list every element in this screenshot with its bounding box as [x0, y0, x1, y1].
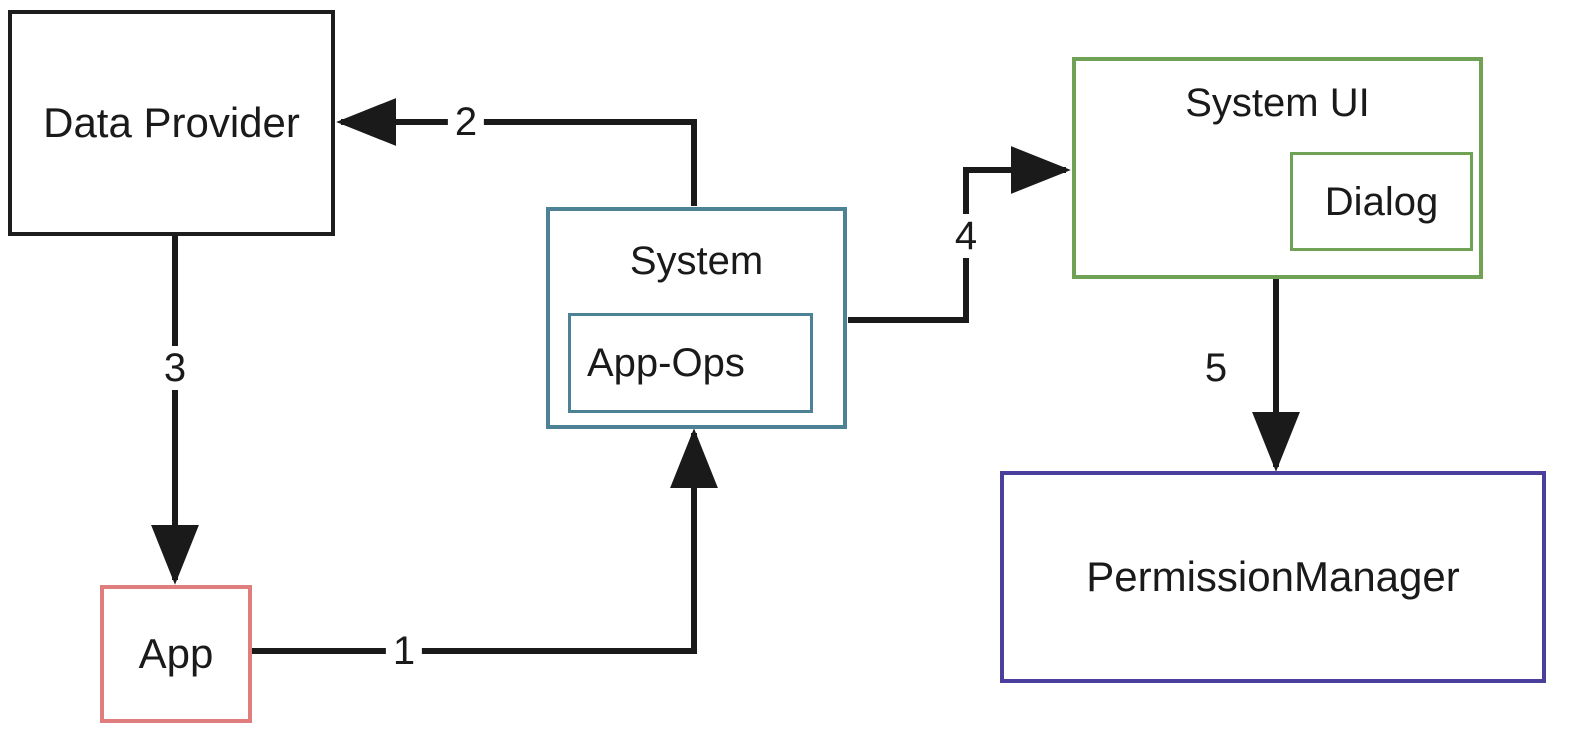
edge-3-label: 3: [156, 346, 194, 390]
node-data-provider-label: Data Provider: [43, 99, 300, 146]
node-app[interactable]: App: [100, 585, 252, 723]
node-permission-manager-label: PermissionManager: [1086, 553, 1460, 600]
node-permission-manager[interactable]: PermissionManager: [1000, 471, 1546, 683]
node-system-label: System: [629, 239, 764, 283]
node-system-ui-label: System UI: [1185, 81, 1370, 125]
node-dialog-label: Dialog: [1324, 179, 1439, 224]
edge-2-label: 2: [447, 100, 485, 144]
edge-1-label: 1: [385, 629, 423, 673]
node-dialog[interactable]: Dialog: [1290, 152, 1473, 251]
node-app-ops[interactable]: App-Ops: [568, 313, 813, 413]
node-data-provider[interactable]: Data Provider: [8, 10, 335, 236]
edge-1-path: [252, 428, 718, 654]
node-app-ops-label: App-Ops: [587, 341, 745, 385]
node-app-label: App: [138, 630, 214, 677]
edge-4-label: 4: [947, 214, 985, 258]
edge-2-path: [336, 98, 697, 206]
edge-5-label: 5: [1197, 346, 1235, 390]
